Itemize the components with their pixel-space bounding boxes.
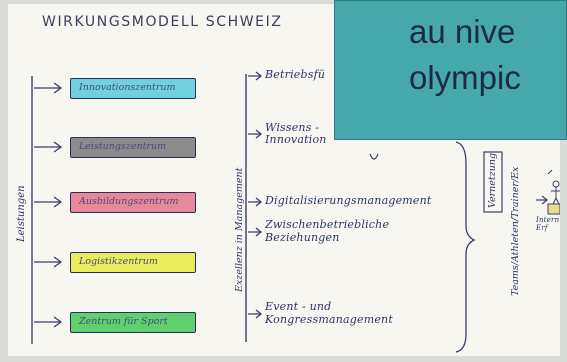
figure-on-podium-icon	[547, 169, 560, 215]
center-label: Zentrum für Sport	[79, 316, 168, 327]
center-label: Ausbildungszentrum	[79, 196, 179, 207]
center-box-leistung: Leistungszentrum	[70, 137, 196, 158]
outcome-beziehungen: Zwischenbetriebliche Beziehungen	[265, 218, 390, 244]
vernetzung-label: Vernetzung	[487, 152, 498, 208]
center-box-innovation: Innovationszentrum	[70, 78, 196, 99]
center-label: Leistungszentrum	[79, 141, 167, 152]
outcome-event: Event - und Kongressmanagement	[265, 300, 393, 326]
overlay-line-2: olympic	[409, 59, 521, 96]
outcome-betrieb: Betriebsfü	[265, 68, 326, 81]
middle-bracket-label: Exzellenz in Management	[234, 167, 245, 292]
outcome-digital: Digitalisierungsmanagement	[265, 194, 432, 207]
right-fragment: Intern Erf	[536, 216, 560, 232]
left-bracket-label: Leistungen	[16, 185, 27, 242]
center-box-logistik: Logistikzentrum	[70, 252, 196, 273]
diagram-title: WIRKUNGSMODELL SCHWEIZ	[42, 14, 283, 30]
overlay-line-1: au nive	[409, 13, 516, 50]
center-box-sport: Zentrum für Sport	[70, 312, 196, 333]
teams-label: Teams/Athleten/Trainer/Ex	[510, 166, 521, 296]
center-label: Logistikzentrum	[79, 256, 158, 267]
diagram-lines	[31, 71, 560, 353]
center-label: Innovationszentrum	[79, 82, 176, 93]
center-box-ausbildung: Ausbildungszentrum	[70, 192, 196, 213]
outcome-wissen: Wissens - Innovation	[265, 121, 327, 146]
caption-overlay: au nive olympic	[334, 0, 567, 140]
